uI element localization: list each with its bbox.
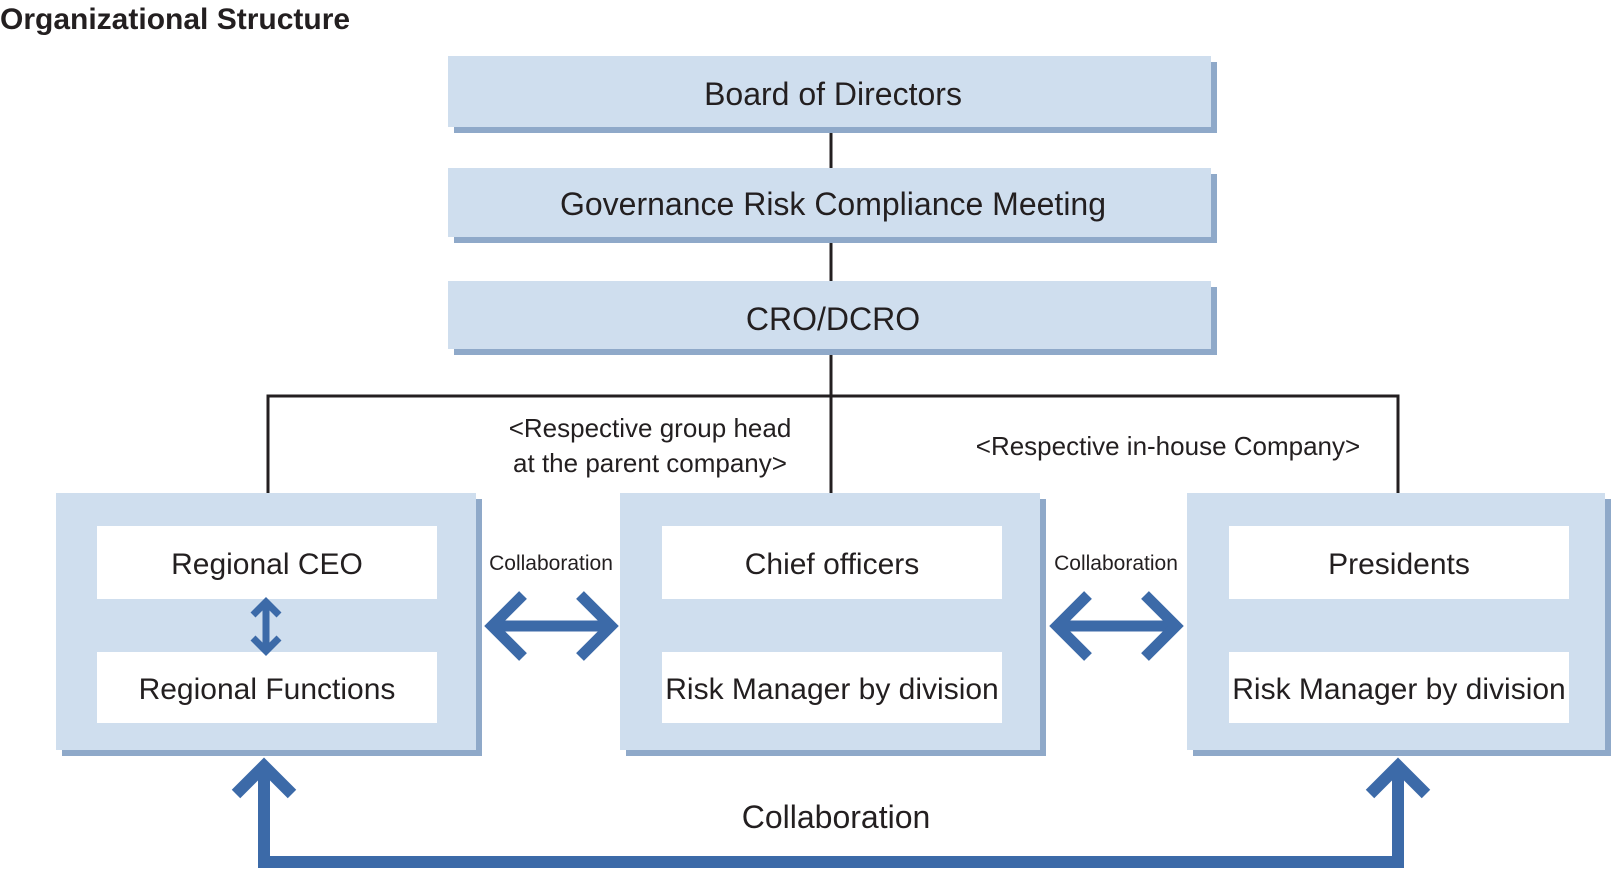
chief-risk-manager-label: Risk Manager by division [665,673,998,706]
regional-functions-label: Regional Functions [139,673,396,706]
cro-dcro-label: CRO/DCRO [746,301,920,337]
regional-ceo-box [97,526,437,599]
chief-officers-label: Chief officers [745,548,920,581]
presidents-risk-manager-label: Risk Manager by division [1232,673,1565,706]
group-head-note-line2: at the parent company> [513,448,787,478]
double-arrow-right-icon [1049,591,1184,661]
board-of-directors-label: Board of Directors [704,76,962,112]
cro-dcro-box: CRO/DCRO [448,281,1217,355]
presidents-unit-box: Presidents Risk Manager by division [1187,493,1611,756]
grc-meeting-label: Governance Risk Compliance Meeting [560,186,1106,222]
regional-ceo-label: Regional CEO [171,548,363,581]
page-title: Organizational Structure [0,3,350,36]
vertical-double-arrow-icon [250,597,282,656]
double-arrow-left-icon [484,591,619,661]
board-of-directors-box: Board of Directors [448,56,1217,133]
connector-horizontal-bus [266,394,1400,493]
bottom-collaboration-arrow-icon [231,757,1431,868]
grc-meeting-box: Governance Risk Compliance Meeting [448,168,1217,243]
presidents-risk-manager-box [1229,652,1569,723]
chief-risk-manager-box [662,652,1002,723]
group-head-note-line1: <Respective group head [509,413,792,443]
connector-lines [266,131,1400,493]
collaboration-label-bottom: Collaboration [742,799,931,835]
regional-functions-box [97,652,437,723]
presidents-label: Presidents [1328,548,1470,581]
collaboration-label-left: Collaboration [489,552,613,575]
chief-officers-unit-box: Chief officers Risk Manager by division [620,493,1046,756]
inhouse-company-note: <Respective in-house Company> [976,431,1360,461]
presidents-box [1229,526,1569,599]
collaboration-label-right: Collaboration [1054,552,1178,575]
chief-officers-box [662,526,1002,599]
regional-unit-box: Regional CEO Regional Functions [56,493,482,756]
